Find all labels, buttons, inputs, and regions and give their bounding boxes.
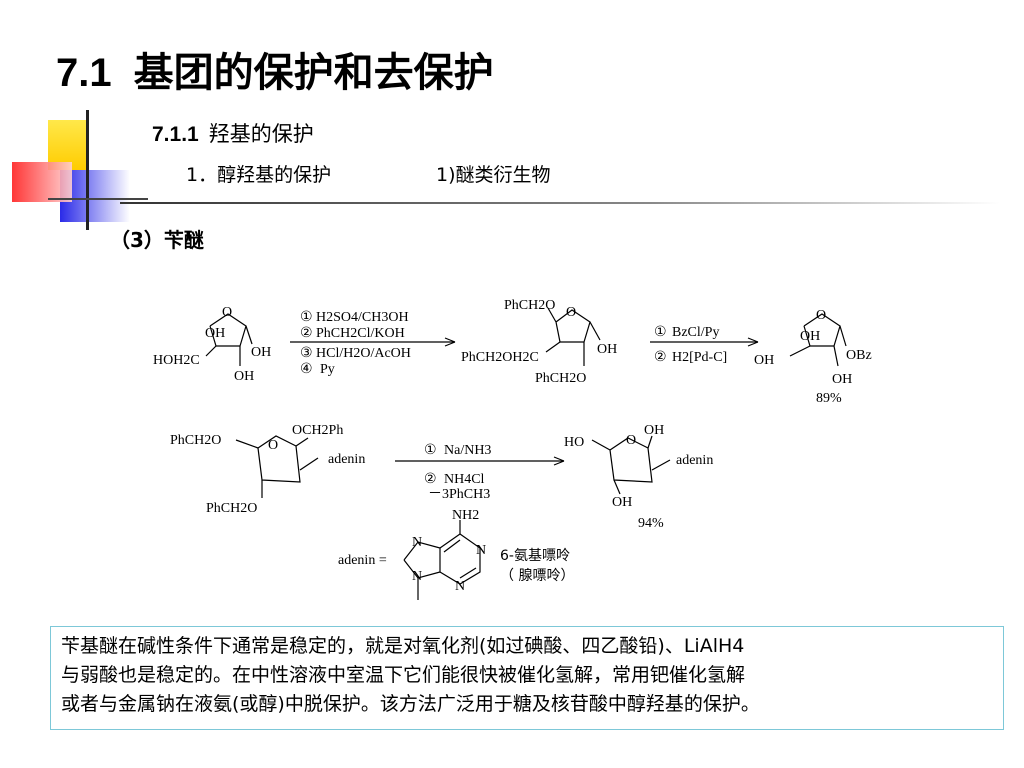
- section-label: 1．醇羟基的保护: [186, 164, 332, 186]
- prod1-ring-o: O: [816, 308, 826, 323]
- s2-step1: Na/NH3: [444, 443, 491, 458]
- yield2: 94%: [638, 516, 664, 531]
- prod1-oh-top: OH: [800, 329, 820, 344]
- int-left: PhCH2OH2C: [461, 350, 539, 365]
- scheme1-arrow2: ① BzCl/Py ② H2[Pd-C]: [650, 324, 759, 365]
- adenin-label: adenin =: [338, 553, 387, 568]
- step4-reagent: Py: [320, 362, 335, 377]
- vertical-bar: [86, 110, 89, 230]
- step3-reagent: HCl/H2O/AcOH: [316, 346, 411, 361]
- int-bottom: PhCH2O: [535, 371, 586, 386]
- adenine-n9: N: [412, 569, 422, 584]
- subsection-heading: （3）苄醚: [110, 228, 204, 252]
- description-line-3: 或者与金属钠在液氨(或醇)中脱保护。该方法广泛用于糖及核苷酸中醇羟基的保护。: [61, 693, 760, 715]
- int-oh: OH: [597, 342, 617, 357]
- svg-text:①: ①: [300, 309, 313, 325]
- prod2-adenin: adenin: [676, 453, 713, 468]
- step2-reagent: PhCH2Cl/KOH: [316, 326, 405, 341]
- prod2-ring-o: O: [626, 433, 636, 448]
- description-box: 苄基醚在碱性条件下通常是稳定的，就是对氧化剂(如过碘酸、四乙酸铅)、LiAlH4…: [50, 626, 1004, 730]
- scheme2-arrow: ① Na/NH3 ② NH4Cl －3PhCH3: [395, 442, 565, 502]
- sm1-ch2oh: HOH2C: [153, 353, 200, 368]
- scheme1-starting-material: O OH OH OH HOH2C: [153, 305, 271, 384]
- yield1: 89%: [816, 391, 842, 406]
- sm1-ring-o: O: [222, 305, 232, 320]
- adenine-alias: （ 腺嘌呤）: [500, 568, 574, 584]
- svg-text:②: ②: [300, 325, 313, 341]
- svg-text:③: ③: [300, 345, 313, 361]
- scheme2-starting-material: PhCH2O O OCH2Ph adenin PhCH2O: [170, 423, 365, 516]
- prod2-oh-bottom: OH: [612, 495, 632, 510]
- prod2-oh-top: OH: [644, 423, 664, 438]
- scheme1-product: O OH OH OBz OH 89%: [754, 308, 872, 406]
- scheme1-arrow1: ① H2SO4/CH3OH ② PhCH2Cl/KOH ③ HCl/H2O/Ac…: [290, 309, 456, 377]
- stepb2-reagent: H2[Pd-C]: [672, 350, 727, 365]
- scheme2-product: HO O OH adenin OH 94%: [564, 423, 713, 531]
- int-top: PhCH2O: [504, 298, 555, 313]
- reaction-schemes: O OH OH OH HOH2C ① H2SO4/CH3OH ② PhCH2Cl…: [153, 298, 872, 600]
- prod2-ho: HO: [564, 435, 584, 450]
- prod1-oh-bottom: OH: [832, 372, 852, 387]
- prod1-obz: OBz: [846, 348, 872, 363]
- description-line-1: 苄基醚在碱性条件下通常是稳定的，就是对氧化剂(如过碘酸、四乙酸铅)、LiAlH4: [61, 635, 745, 657]
- adenine-n1: N: [476, 543, 486, 558]
- adenine-n7: N: [412, 535, 422, 550]
- step1-reagent: H2SO4/CH3OH: [316, 310, 409, 325]
- scheme1-intermediate: PhCH2O O OH PhCH2OH2C PhCH2O: [461, 298, 617, 386]
- header-rule: [120, 202, 1000, 204]
- adenine-n3: N: [455, 579, 465, 594]
- corner-decoration: [12, 110, 148, 230]
- sm2-top: OCH2Ph: [292, 423, 343, 438]
- sm2-left: PhCH2O: [170, 433, 221, 448]
- s2-step2: NH4Cl: [444, 472, 485, 487]
- prod1-oh-left: OH: [754, 353, 774, 368]
- red-square: [12, 162, 72, 202]
- adenine-structure: adenin = NH2 N N N N 6-氨基嘌呤 （ 腺嘌呤）: [338, 508, 574, 600]
- sm2-bottom: PhCH2O: [206, 501, 257, 516]
- int-ring-o: O: [566, 305, 576, 320]
- horizontal-bar: [48, 198, 148, 200]
- section-label-ethers: 1)醚类衍生物: [436, 164, 551, 186]
- sm2-ring-o: O: [268, 438, 278, 453]
- stepb1-reagent: BzCl/Py: [672, 325, 719, 340]
- yellow-square: [48, 120, 88, 170]
- sm1-oh-bottom: OH: [234, 369, 254, 384]
- svg-text:④: ④: [300, 361, 313, 377]
- svg-text:②: ②: [654, 349, 667, 365]
- sm1-oh-right: OH: [251, 345, 271, 360]
- svg-text:①: ①: [424, 442, 437, 458]
- svg-text:②: ②: [424, 471, 437, 487]
- sm1-oh-top: OH: [205, 326, 225, 341]
- adenine-nh2: NH2: [452, 508, 479, 523]
- svg-text:①: ①: [654, 324, 667, 340]
- sm2-adenin: adenin: [328, 452, 365, 467]
- s2-byproduct: －3PhCH3: [428, 487, 490, 502]
- adenine-name: 6-氨基嘌呤: [500, 547, 570, 564]
- description-line-2: 与弱酸也是稳定的。在中性溶液中室温下它们能很快被催化氢解，常用钯催化氢解: [61, 664, 746, 686]
